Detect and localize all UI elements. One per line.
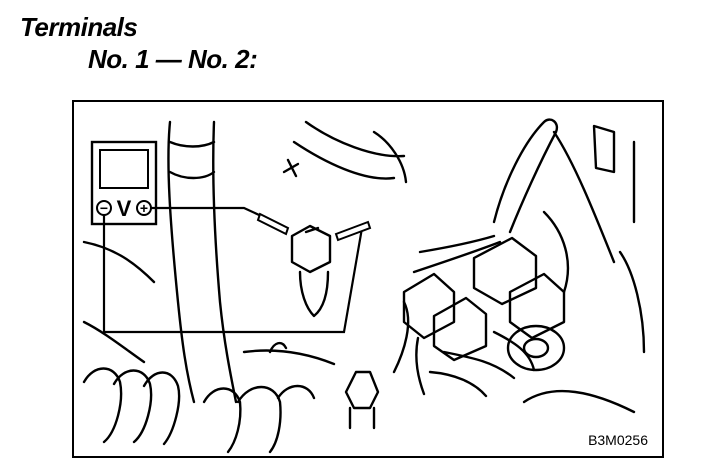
vacuum-lines [412,118,559,274]
negative-probe [334,220,372,242]
negative-lead [102,213,364,334]
connector-cluster [402,236,566,398]
probe-tips [256,212,372,242]
engine-illustration: − V + B3M0256 [72,100,664,458]
figure-code: B3M0256 [586,432,650,448]
voltmeter: − V + [90,140,158,226]
engine-drawing: − V + [82,118,646,454]
hose-clip [268,341,380,430]
sensor-connector [290,224,332,318]
engine-outline [82,124,646,414]
positive-lead [149,206,272,222]
coiled-hose [82,367,316,454]
voltmeter-display [99,149,149,189]
ring-terminal [506,324,566,372]
negative-symbol: − [100,200,108,216]
coolant-hose [167,120,238,404]
terminal-numbers: No. 1 — No. 2: [88,44,258,74]
volt-symbol: V [117,196,132,221]
positive-symbol: + [140,200,148,216]
intake-pipe [282,120,408,184]
heading-terminals: Terminals [20,12,138,42]
positive-probe [256,212,290,236]
